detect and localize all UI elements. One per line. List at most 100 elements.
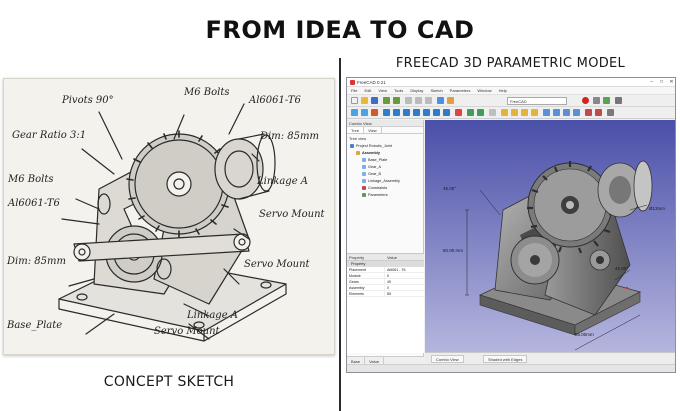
isometric-view-icon[interactable] bbox=[383, 109, 390, 116]
paste-icon[interactable] bbox=[425, 97, 432, 104]
property-row[interactable]: Assembly 0 bbox=[347, 285, 424, 291]
menu-help[interactable]: Help bbox=[498, 88, 507, 93]
right-view-icon[interactable] bbox=[413, 109, 420, 116]
cylinder-icon[interactable] bbox=[511, 109, 518, 116]
property-header: Property Value bbox=[347, 254, 424, 261]
menu-view[interactable]: View bbox=[378, 88, 387, 93]
section-icon[interactable] bbox=[607, 109, 614, 116]
annotation-servo-mount-bottom: Servo Mount bbox=[154, 326, 220, 337]
tab-tree[interactable]: Tree bbox=[347, 127, 365, 133]
cone-icon[interactable] bbox=[531, 109, 538, 116]
fit-selection-icon[interactable] bbox=[361, 109, 368, 116]
menu-window[interactable]: Window bbox=[477, 88, 492, 93]
cut-icon[interactable] bbox=[405, 97, 412, 104]
value-column-header: Value bbox=[387, 255, 397, 260]
redo-icon[interactable] bbox=[393, 97, 400, 104]
tree-item-base-plate[interactable]: Base_Plate bbox=[347, 157, 423, 164]
sphere-icon[interactable] bbox=[521, 109, 528, 116]
bottom-view-icon[interactable] bbox=[433, 109, 440, 116]
help-icon[interactable] bbox=[447, 97, 454, 104]
front-view-icon[interactable] bbox=[393, 109, 400, 116]
left-view-icon[interactable] bbox=[443, 109, 450, 116]
tab-value[interactable]: Value bbox=[365, 357, 385, 364]
tab-view[interactable]: View bbox=[364, 127, 382, 133]
boolean-icon[interactable] bbox=[543, 109, 550, 116]
menu-tools[interactable]: Tools bbox=[393, 88, 404, 93]
property-row[interactable]: Module 0 bbox=[347, 273, 424, 279]
annotation-pivots: Pivots 90° bbox=[62, 95, 114, 106]
tree-item-gear-a[interactable]: Gear_A bbox=[347, 164, 423, 171]
menu-sketch[interactable]: Sketch bbox=[430, 88, 443, 93]
common-icon[interactable] bbox=[573, 109, 580, 116]
concept-sketch-panel: Pivots 90° M6 Bolts Al6061-T6 Gear Ratio… bbox=[0, 60, 338, 411]
freecad-app-icon bbox=[350, 80, 355, 85]
tab-base[interactable]: Base bbox=[347, 357, 366, 364]
tree-item-constraints[interactable]: Constraints bbox=[347, 185, 423, 192]
new-file-icon[interactable] bbox=[351, 97, 358, 104]
property-group: Property bbox=[347, 261, 424, 267]
macro-edit-icon[interactable] bbox=[615, 97, 622, 104]
save-icon[interactable] bbox=[371, 97, 378, 104]
draw-style-icon[interactable] bbox=[371, 109, 378, 116]
title-bar: FreeCAD 0.21 – □ ✕ bbox=[347, 78, 675, 87]
close-button[interactable]: ✕ bbox=[669, 79, 674, 85]
minimize-button[interactable]: – bbox=[650, 79, 653, 85]
annotation-m6-bolts-top: M6 Bolts bbox=[184, 87, 230, 98]
maximize-button[interactable]: □ bbox=[659, 79, 664, 85]
refresh-icon[interactable] bbox=[437, 97, 444, 104]
annotation-material-left: Al6061-T6 bbox=[8, 198, 60, 209]
macro-stop-icon[interactable] bbox=[593, 97, 600, 104]
dimension-diameter: Ø13mm bbox=[649, 206, 666, 211]
3d-viewport[interactable]: 45.00° 80.00 mm Ø13mm 45.00° 85.00mm bbox=[425, 120, 675, 352]
measure-icon[interactable] bbox=[455, 109, 462, 116]
view-toolbar bbox=[347, 107, 675, 119]
doc-tab-combo-view[interactable]: Combo View bbox=[431, 355, 464, 363]
gear-icon bbox=[362, 165, 366, 169]
tree-view-label: Tree view bbox=[349, 136, 367, 141]
tree-item-gear-b[interactable]: Gear_B bbox=[347, 171, 423, 178]
cut-shape-icon[interactable] bbox=[553, 109, 560, 116]
fuse-icon[interactable] bbox=[563, 109, 570, 116]
menu-file[interactable]: File bbox=[351, 88, 358, 93]
annotation-linkage-bottom: Linkage A bbox=[187, 310, 239, 321]
open-folder-icon[interactable] bbox=[361, 97, 368, 104]
tree-item-linkage-assembly[interactable]: Linkage_Assembly bbox=[347, 178, 423, 185]
property-row[interactable]: Placement Al6061 - T6 bbox=[347, 267, 424, 273]
part-icon[interactable] bbox=[467, 109, 474, 116]
annotation-base-plate: Base_Plate bbox=[7, 320, 63, 331]
menu-display[interactable]: Display bbox=[410, 88, 424, 93]
file-toolbar: FreeCAD bbox=[347, 95, 675, 107]
copy-icon[interactable] bbox=[415, 97, 422, 104]
property-column-header: Property bbox=[349, 255, 365, 260]
tree-item-project[interactable]: Project Robotic_Joint bbox=[347, 143, 423, 150]
annotation-dimension-left: Dim: 85mm bbox=[7, 256, 66, 267]
linkage-icon bbox=[362, 179, 366, 183]
rear-view-icon[interactable] bbox=[423, 109, 430, 116]
combo-view-title: Combo View bbox=[347, 120, 423, 127]
document-icon bbox=[350, 144, 354, 148]
tree-item-assembly[interactable]: Assembly bbox=[347, 150, 423, 157]
property-row[interactable]: Elements 85 bbox=[347, 291, 424, 297]
fit-all-icon[interactable] bbox=[351, 109, 358, 116]
link-icon[interactable] bbox=[489, 109, 496, 116]
annotation-servo-mount-right: Servo Mount bbox=[259, 209, 325, 220]
chamfer-icon[interactable] bbox=[595, 109, 602, 116]
window-title: FreeCAD 0.21 bbox=[357, 80, 386, 85]
constraint-icon bbox=[362, 186, 366, 190]
menu-bar: File Edit View Tools Display Sketch Para… bbox=[347, 87, 675, 95]
record-macro-icon[interactable] bbox=[582, 97, 589, 104]
undo-icon[interactable] bbox=[383, 97, 390, 104]
menu-edit[interactable]: Edit bbox=[364, 88, 372, 93]
workbench-selector[interactable]: FreeCAD bbox=[507, 97, 567, 105]
menu-parameters[interactable]: Parameters bbox=[449, 88, 471, 93]
group-icon[interactable] bbox=[477, 109, 484, 116]
property-row[interactable]: Gears 45 bbox=[347, 279, 424, 285]
top-view-icon[interactable] bbox=[403, 109, 410, 116]
box-icon[interactable] bbox=[501, 109, 508, 116]
status-bar bbox=[347, 364, 675, 372]
macro-run-icon[interactable] bbox=[603, 97, 610, 104]
doc-tab-shaded-with-edges[interactable]: Shaded with Edges bbox=[483, 355, 528, 363]
annotation-m6-bolts-left: M6 Bolts bbox=[8, 174, 54, 185]
tree-item-parameters[interactable]: Parameters bbox=[347, 192, 423, 199]
fillet-icon[interactable] bbox=[585, 109, 592, 116]
